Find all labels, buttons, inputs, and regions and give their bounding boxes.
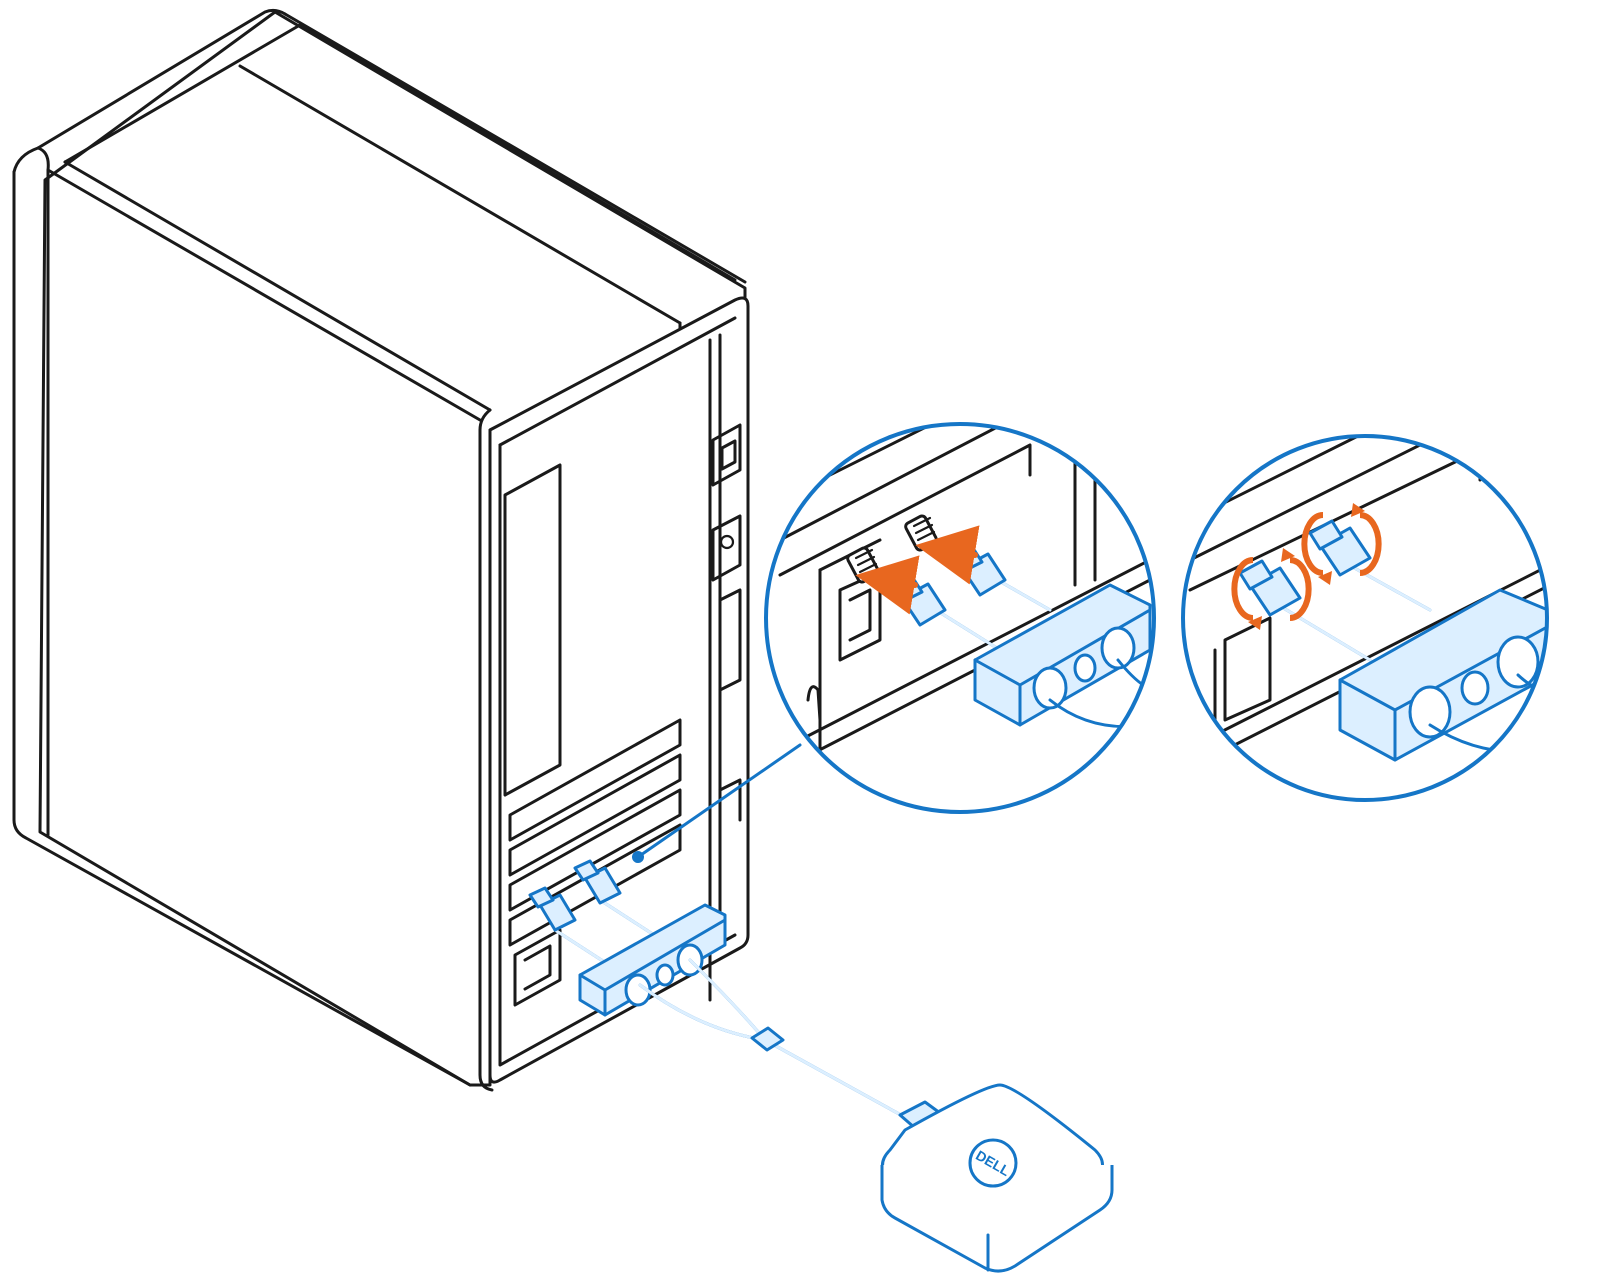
wireless-antenna-puck: DELL: [880, 1083, 1114, 1273]
sma-connector-1: [528, 886, 577, 932]
zoom-detail-tighten: [1181, 434, 1549, 802]
lock-slot: [711, 514, 742, 582]
zoom-detail-connect: [764, 422, 1156, 814]
rotate-clockwise-icon: [1231, 548, 1312, 630]
arrow-right-icon: [855, 555, 920, 615]
dell-logo-icon: [968, 1138, 1018, 1188]
rotate-clockwise-icon: [1301, 503, 1382, 585]
sma-connector-2: [573, 859, 622, 905]
computer-tower: [12, 8, 802, 1092]
latch-top: [711, 423, 742, 487]
arrow-right-icon: [915, 525, 980, 585]
tower-vent: [503, 463, 562, 797]
antenna-cable-assembly: [528, 859, 912, 1122]
expansion-slots: [508, 718, 682, 1007]
